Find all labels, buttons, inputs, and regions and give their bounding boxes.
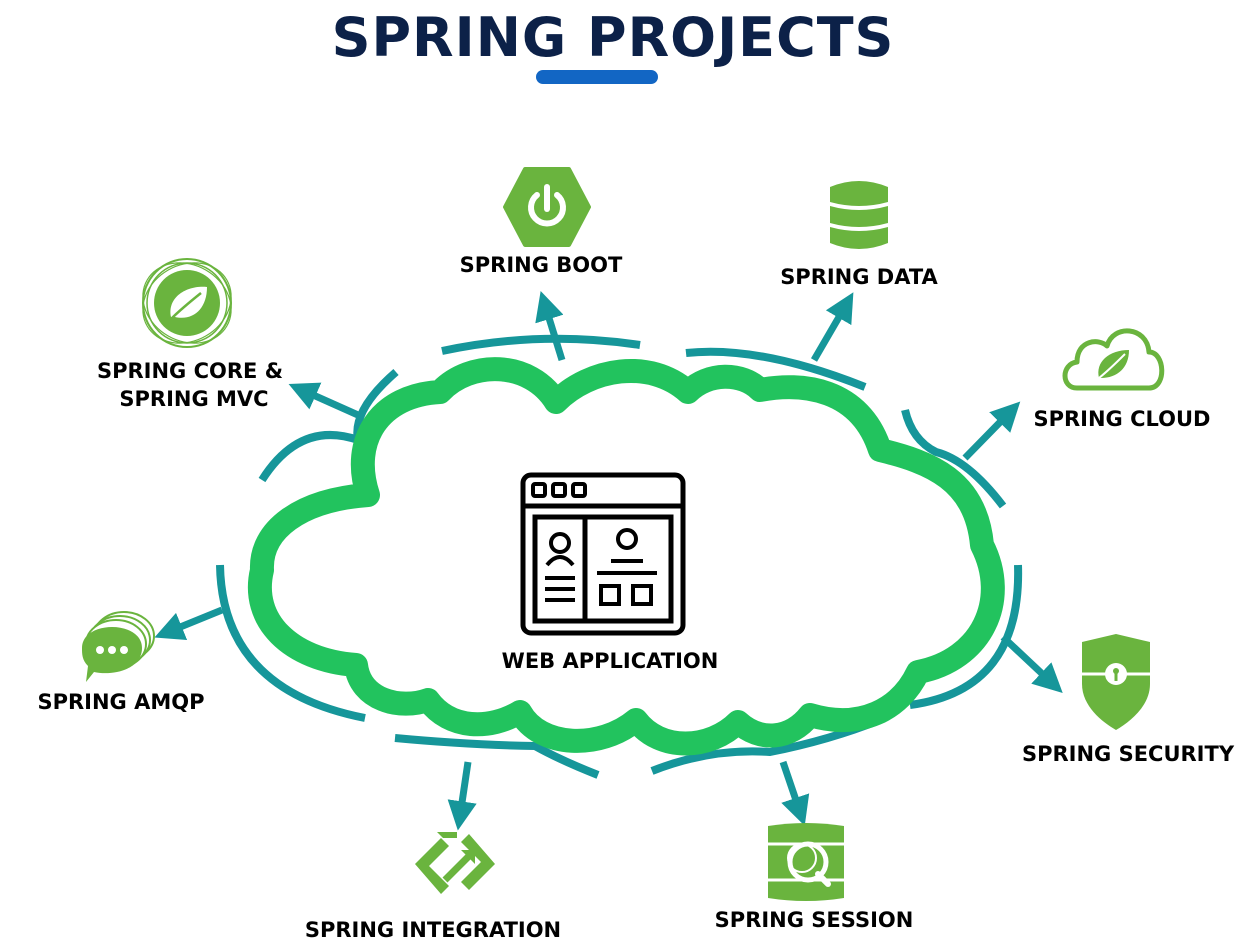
arrow-amqp	[154, 606, 224, 641]
arrow-data	[810, 292, 854, 362]
arc-right-upper	[901, 408, 1007, 509]
arrow-cloud	[962, 401, 1021, 461]
spring-amqp-label: SPRING AMQP	[37, 690, 204, 714]
chat-bubbles-icon	[82, 611, 155, 682]
spring-boot-label: SPRING BOOT	[460, 253, 623, 277]
cloud-leaf-icon	[1062, 328, 1165, 391]
arrow-boot	[535, 290, 566, 362]
title-underline	[536, 70, 658, 84]
arrow-security	[1000, 634, 1063, 694]
page-title: SPRING PROJECTS	[331, 6, 895, 69]
integration-arrows-icon	[415, 832, 495, 894]
arc-bottom-left	[394, 734, 600, 779]
spring-session-label: SPRING SESSION	[715, 908, 914, 932]
cloud-shape	[247, 357, 1005, 756]
spring-core-label-line1: SPRING CORE &	[97, 359, 283, 383]
arc-top-left	[441, 334, 641, 355]
shield-lock-icon	[1082, 634, 1150, 730]
center-label: WEB APPLICATION	[502, 649, 719, 673]
spring-security-label: SPRING SECURITY	[1022, 742, 1235, 766]
session-icon	[768, 823, 844, 901]
arc-left-lower	[216, 564, 366, 722]
power-hexagon-icon	[503, 167, 591, 247]
spring-leaf-icon	[142, 258, 232, 348]
arrow-integration	[447, 761, 477, 831]
orbit-arcs	[216, 334, 1023, 779]
web-application-icon	[520, 472, 686, 636]
spring-integration-label: SPRING INTEGRATION	[305, 918, 561, 942]
database-icon	[830, 181, 888, 249]
arc-right-lower	[909, 564, 1023, 709]
connector-arrows	[154, 290, 1063, 831]
spring-cloud-label: SPRING CLOUD	[1033, 407, 1210, 431]
spring-data-label: SPRING DATA	[780, 265, 938, 289]
spring-core-label-line2: SPRING MVC	[119, 387, 268, 411]
arrow-session	[779, 760, 810, 826]
arrow-core	[288, 382, 360, 419]
arc-top-right	[685, 347, 867, 391]
